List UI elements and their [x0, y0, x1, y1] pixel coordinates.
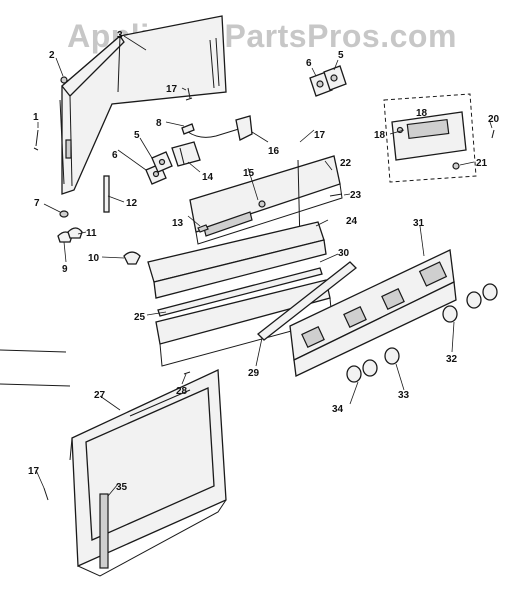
- callout-20: 20: [488, 114, 500, 125]
- callout-31: 31: [413, 218, 425, 229]
- part-2-screw: [60, 76, 68, 84]
- part-12-pin: [103, 175, 110, 213]
- part-33-knob: [384, 347, 400, 365]
- part-10-latch: [123, 251, 141, 265]
- callout-30: 30: [338, 248, 350, 259]
- callout-14: 14: [202, 172, 214, 183]
- callout-3: 3: [117, 30, 123, 41]
- callout-28: 28: [176, 386, 188, 397]
- callout-2: 2: [49, 50, 55, 61]
- callout-5-right: 5: [338, 50, 344, 61]
- part-8-clip: [181, 123, 195, 135]
- callout-35: 35: [116, 482, 128, 493]
- part-25-strip: [157, 267, 323, 317]
- callout-18-inset: 18: [416, 108, 428, 119]
- part-31-front-panel: [289, 249, 457, 377]
- callout-25: 25: [134, 312, 146, 323]
- callout-labels: 3 2 1 17 8 5 6 14 16 17 15 22 23 24 12 7…: [28, 30, 500, 493]
- callout-9: 9: [62, 264, 68, 275]
- callout-7: 7: [34, 198, 40, 209]
- callout-32: 32: [446, 354, 458, 365]
- part-17-screw: [185, 87, 193, 101]
- callout-10: 10: [88, 253, 100, 264]
- part-28-screw: [183, 371, 191, 375]
- callout-6-right: 6: [306, 58, 312, 69]
- part-35-hinge: [99, 493, 109, 569]
- callout-23: 23: [350, 190, 362, 201]
- callout-33: 33: [398, 390, 410, 401]
- leader-lines: [35, 35, 493, 497]
- part-20-screw: [491, 129, 495, 139]
- callout-27: 27: [94, 390, 106, 401]
- callout-17-bottom: 17: [28, 466, 40, 477]
- callout-17-mid: 17: [314, 130, 326, 141]
- callout-13: 13: [172, 218, 184, 229]
- part-1-screw: [33, 129, 39, 151]
- part-32-knobs: [442, 283, 498, 323]
- part-23-screw: [329, 193, 343, 197]
- callout-22: 22: [340, 158, 352, 169]
- callout-34: 34: [332, 404, 344, 415]
- callout-24: 24: [346, 216, 358, 227]
- callout-8: 8: [156, 118, 162, 129]
- callout-16: 16: [268, 146, 280, 157]
- part-17-screw-lower: [43, 487, 49, 501]
- part-16-bracket: [235, 115, 253, 141]
- part-24-panel: [147, 221, 327, 299]
- top-switch-blocks: [309, 65, 347, 97]
- part-34-knobs: [346, 359, 378, 383]
- part-13-bulb: [197, 224, 209, 233]
- clock-inset: [383, 93, 477, 183]
- callout-29: 29: [248, 368, 260, 379]
- callout-15: 15: [243, 168, 255, 179]
- part-15-knob: [258, 200, 266, 208]
- callout-5-left: 5: [134, 130, 140, 141]
- part-7-washer: [59, 210, 69, 218]
- part-11-foot: [67, 227, 83, 239]
- part-5-block: [151, 151, 173, 173]
- callout-21: 21: [476, 158, 488, 169]
- part-14-box: [171, 141, 201, 167]
- callout-12: 12: [126, 198, 138, 209]
- callout-11: 11: [86, 228, 97, 239]
- callout-18: 18: [374, 130, 386, 141]
- side-panel: [59, 15, 227, 195]
- callout-6-left: 6: [112, 150, 118, 161]
- part-27-back-panel: [69, 369, 227, 577]
- callout-17-top: 17: [166, 84, 178, 95]
- callout-1: 1: [33, 112, 39, 123]
